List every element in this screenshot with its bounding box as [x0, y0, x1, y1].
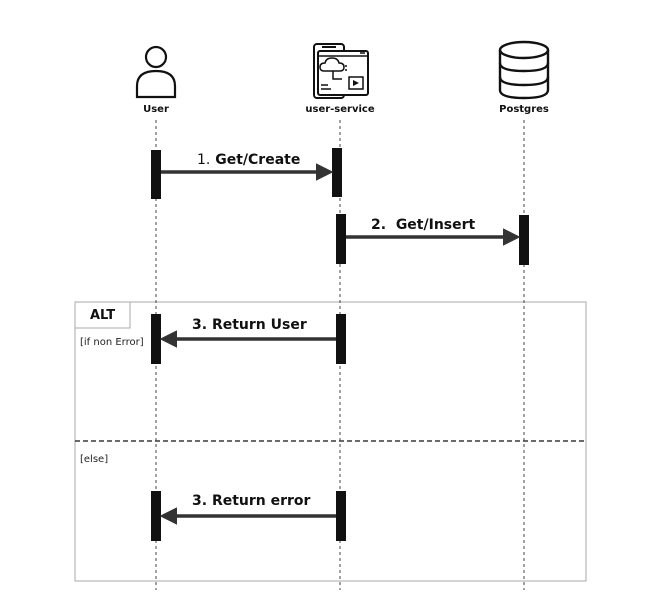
actor-label-service: user-service — [305, 104, 375, 115]
activation-service-3 — [336, 314, 346, 364]
message-text: Get/Insert — [395, 217, 476, 233]
activation-user-3 — [151, 491, 161, 541]
activation-db-1 — [519, 215, 529, 265]
actor-label-user: User — [143, 104, 169, 115]
message-text: Get/Create — [215, 152, 301, 168]
alt-tag: ALT — [90, 308, 116, 323]
activation-service-4 — [336, 491, 346, 541]
activation-user-1 — [151, 150, 161, 199]
message-number: 1. — [197, 152, 211, 168]
message-label-2: 2. Get/Insert — [371, 218, 475, 232]
message-label-1: 1. Get/Create — [197, 153, 300, 167]
service-icon — [313, 43, 369, 99]
alt-tag-box — [74, 301, 131, 329]
activation-service-2 — [336, 214, 346, 264]
person-icon — [135, 45, 177, 99]
database-icon — [498, 40, 550, 100]
guard-else: [else] — [80, 454, 109, 465]
message-number: 2. — [371, 217, 387, 233]
guard-if: [if non Error] — [80, 337, 144, 348]
message-number: 3. — [192, 317, 208, 333]
activation-service-1 — [332, 148, 342, 197]
message-text: Return error — [211, 493, 311, 509]
message-label-3: 3. Return User — [192, 318, 307, 332]
message-label-4: 3. Return error — [192, 494, 310, 508]
activation-user-2 — [151, 314, 161, 364]
message-number: 3. — [192, 493, 208, 509]
actor-label-db: Postgres — [499, 104, 549, 115]
message-text: Return User — [211, 317, 307, 333]
